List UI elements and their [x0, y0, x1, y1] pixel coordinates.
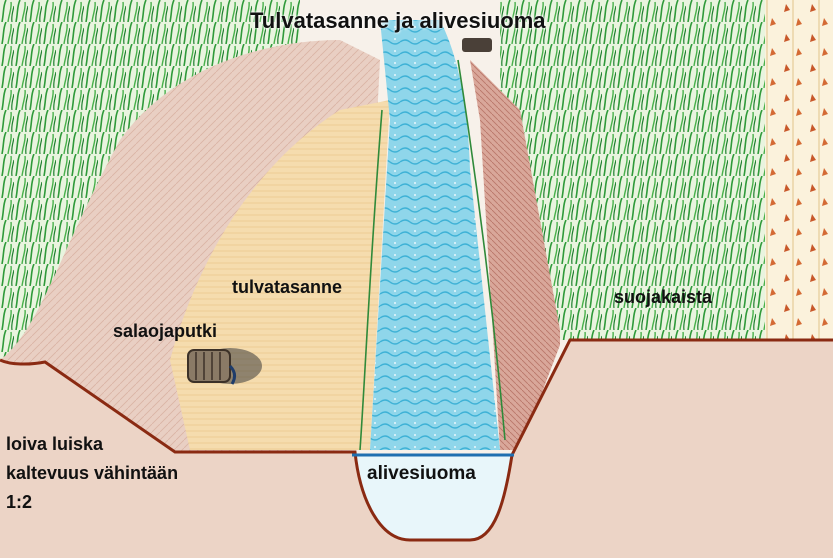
diagram-title: Tulvatasanne ja alivesiuoma [250, 10, 546, 32]
label-slope: loiva luiska kaltevuus vähintään 1:2 [6, 430, 178, 517]
label-drain-pipe: salaojaputki [113, 322, 217, 340]
label-flood-terrace: tulvatasanne [232, 278, 342, 296]
label-low-water-channel: alivesiuoma [367, 464, 476, 483]
label-slope-line2: kaltevuus vähintään [6, 459, 178, 488]
label-slope-line1: loiva luiska [6, 430, 178, 459]
culvert-icon [462, 38, 492, 52]
crop-field [765, 0, 833, 340]
drain-pipe-icon [188, 348, 262, 384]
label-slope-line3: 1:2 [6, 488, 178, 517]
label-buffer-strip: suojakaista [614, 288, 712, 306]
